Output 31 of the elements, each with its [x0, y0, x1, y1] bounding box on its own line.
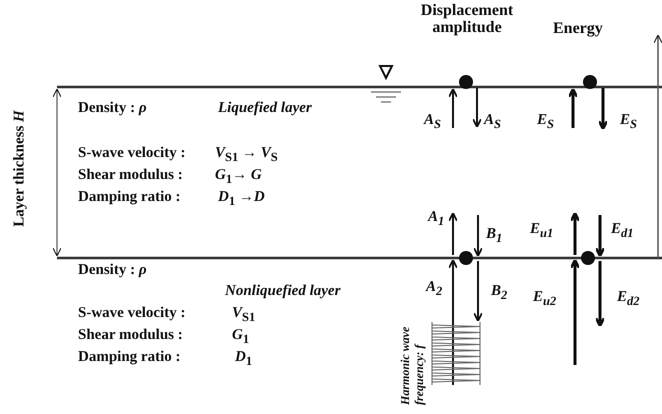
property-label: S-wave velocity :: [78, 305, 186, 322]
column-heading: Displacement amplitude: [420, 2, 514, 36]
amplitude-symbol: A$_{1}$: [428, 209, 444, 230]
property-label: Shear modulus :: [78, 167, 183, 184]
energy-symbol: E$_{u1}$: [530, 221, 554, 242]
property-value: V$_{S1}$ → V$_{S}$: [215, 145, 278, 166]
property-value: G$_{1}$: [232, 327, 250, 348]
property-value: G$_{1}$→ G: [215, 167, 262, 188]
layer-name: Nonliquefied layer: [225, 283, 340, 300]
property-label: S-wave velocity :: [78, 145, 186, 162]
layer-name: Liquefied layer: [218, 100, 312, 117]
column-heading: Energy: [553, 20, 603, 37]
amplitude-symbol: A$_{S}$: [424, 112, 441, 133]
amplitude-symbol: A$_{S}$: [484, 112, 501, 133]
energy-symbol: E$_{S}$: [620, 112, 637, 133]
energy-symbol: E$_{u2}$: [533, 289, 556, 310]
property-value: D$_{1}$: [235, 349, 252, 370]
energy-symbol: E$_{S}$: [537, 112, 554, 133]
energy-symbol: E$_{d1}$: [611, 221, 634, 242]
dimension-label: Layer thickness H: [12, 110, 29, 227]
amplitude-symbol: A$_{2}$: [426, 279, 442, 300]
property-label: Density : ρ: [78, 262, 147, 279]
property-value: D$_{1}$ →D: [218, 189, 265, 210]
amplitude-symbol: B$_{1}$: [486, 226, 502, 247]
property-label: Density : ρ: [78, 100, 147, 117]
property-label: Shear modulus :: [78, 327, 183, 344]
energy-symbol: E$_{d2}$: [617, 289, 640, 310]
property-label: Damping ratio :: [78, 349, 180, 366]
amplitude-symbol: B$_{2}$: [491, 283, 508, 304]
property-value: V$_{S1}$: [232, 305, 256, 326]
property-label: Damping ratio :: [78, 189, 180, 206]
